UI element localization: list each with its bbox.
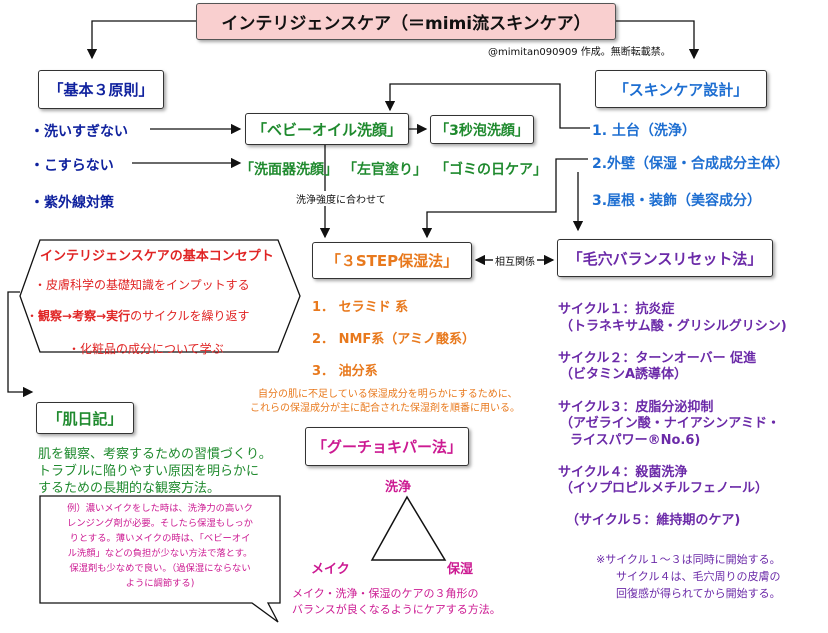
design-item-roof: 3.屋根・装飾（美容成分） bbox=[592, 193, 762, 209]
rule-item: ・紫外線対策 bbox=[30, 195, 114, 211]
cycle-3-title: サイクル３：皮脂分泌抑制 bbox=[558, 400, 714, 415]
example-bubble-shape bbox=[39, 495, 281, 623]
three-step-item: 2． NMF系（アミノ酸系） bbox=[312, 332, 476, 347]
diary-line2: トラブルに陥りやすい原因を明らかに bbox=[38, 464, 260, 479]
design-item-wall: 2.外壁（保湿・合成成分主体） bbox=[592, 156, 790, 172]
cycle-1-title: サイクル１：抗炎症 bbox=[558, 302, 675, 317]
rule-item: ・洗いすぎない bbox=[30, 124, 128, 140]
example-line: ように調節する) bbox=[125, 578, 195, 589]
gcp-desc-line2: バランスが良くなるようにケアする方法。 bbox=[292, 603, 501, 616]
cycle-3-detail-2: ライスパワー®No.6) bbox=[570, 433, 701, 448]
example-bubble: 例）濃いメイクをした時は、洗浄力の高いク レンジング剤が必要。そしたら保湿もしっ… bbox=[44, 501, 276, 591]
example-line: 保湿剤も少なめで良い。（過保湿にならない bbox=[69, 563, 251, 574]
three-sec-box: 「3秒泡洗顔」 bbox=[430, 115, 534, 144]
concept-hexagon bbox=[19, 239, 301, 353]
gcp-label-cleansing: 洗浄 bbox=[385, 480, 412, 495]
pore-note-line3: 回復感が得られてから開始する。 bbox=[616, 587, 781, 600]
cycle-4-title: サイクル４：殺菌洗浄 bbox=[558, 465, 688, 480]
three-step-item: 3． 油分系 bbox=[312, 364, 378, 379]
cycle-1-detail: （トラネキサム酸・グリシルグリシン) bbox=[560, 319, 787, 334]
concept-line2: ・観察→考察→実行のサイクルを繰り返す bbox=[26, 307, 250, 324]
concept-cycle: 観察→考察→実行 bbox=[38, 309, 131, 323]
basic-rules-heading: 「基本３原則」 bbox=[38, 70, 164, 109]
diary-heading: 「肌日記」 bbox=[36, 402, 134, 434]
sub-method-washbasin: 「洗面器洗顔」 bbox=[240, 162, 338, 178]
diary-line3: するための長期的な観察方法。 bbox=[38, 481, 221, 496]
relation-label: 相互関係 bbox=[493, 253, 537, 268]
cycle-2-title: サイクル２：ターンオーバー 促進 bbox=[558, 351, 757, 366]
gcp-label-moisture: 保湿 bbox=[447, 562, 474, 577]
example-line: レンジング剤が必要。そしたら保湿もしっか bbox=[67, 518, 253, 529]
three-step-note-line1: 自分の肌に不足している保湿成分を明らかにするために、 bbox=[258, 389, 518, 400]
concept-line3: ・化粧品の成分について学ぶ bbox=[68, 342, 224, 356]
example-line: ル洗顔」などの負担が少ない方法で落とす。 bbox=[67, 548, 253, 559]
three-step-note-line2: これらの保湿成分が主に配合された保湿剤を順番に用いる。 bbox=[250, 403, 520, 414]
sub-method-plaster: 「左官塗り」 bbox=[343, 162, 427, 178]
concept-line1: ・皮膚科学の基礎知識をインプットする bbox=[34, 278, 250, 292]
pore-note-line2: サイクル４は、毛穴周りの皮膚の bbox=[616, 570, 781, 583]
baby-oil-box: 「ベビーオイル洗顔」 bbox=[245, 113, 409, 145]
sub-method-garbage-day: 「ゴミの日ケア」 bbox=[435, 162, 547, 178]
gcp-desc-line1: メイク・洗浄・保湿のケアの３角形の bbox=[292, 587, 479, 600]
example-line: 例）濃いメイクをした時は、洗浄力の高いク bbox=[67, 503, 253, 514]
cycle-3-detail: （アゼライン酸・ナイアシンアミド・ bbox=[560, 416, 780, 431]
gcp-label-makeup: メイク bbox=[311, 562, 350, 577]
cycle-4-detail: （イソプロピルメチルフェノール） bbox=[560, 481, 769, 496]
design-item-foundation: 1. 土台（洗浄） bbox=[592, 123, 696, 139]
example-line: りとする。薄いメイクの時は、「ベビーオイ bbox=[69, 533, 251, 544]
main-title: インテリジェンスケア（＝mimi流スキンケア） bbox=[196, 3, 616, 40]
pore-note-line1: ※サイクル１〜３は同時に開始する。 bbox=[596, 553, 781, 566]
concept-heading: インテリジェンスケアの基本コンセプト bbox=[40, 249, 274, 264]
strength-note: 洗浄強度に合わせて bbox=[296, 191, 386, 206]
gcp-triangle bbox=[370, 495, 447, 561]
three-step-item: 1． セラミド 系 bbox=[312, 300, 409, 315]
diary-line1: 肌を観察、考察するための習慣づくり。 bbox=[38, 447, 272, 462]
concept-line2-tail: のサイクルを繰り返す bbox=[130, 309, 250, 323]
three-step-heading: 「３STEP保湿法」 bbox=[312, 242, 472, 279]
design-heading: 「スキンケア設計」 bbox=[595, 70, 767, 108]
gcp-heading: 「グーチョキパー法」 bbox=[305, 427, 469, 466]
rule-item: ・こすらない bbox=[30, 158, 114, 174]
cycle-2-detail: （ビタミンA誘導体） bbox=[560, 367, 688, 382]
pore-heading: 「毛穴バランスリセット法」 bbox=[557, 239, 773, 277]
credit-text: @mimitan090909 作成。無断転載禁。 bbox=[488, 47, 671, 58]
concept-line2-bullet: ・ bbox=[26, 309, 39, 323]
cycle-5: （サイクル５：維持期のケア) bbox=[566, 513, 741, 528]
